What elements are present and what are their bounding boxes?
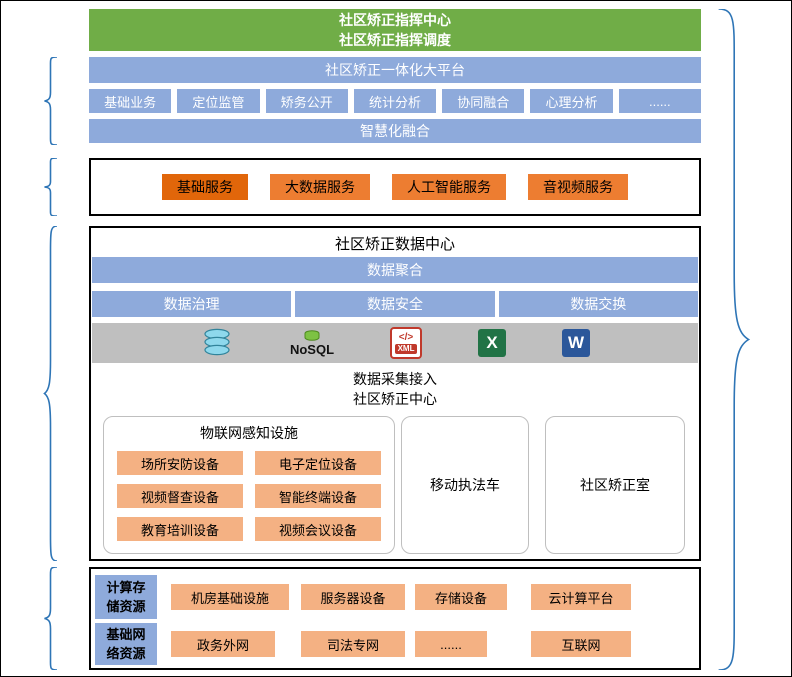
- left-brace-datacenter: [41, 226, 61, 561]
- device-site-security: 场所安防设备: [117, 451, 243, 475]
- command-center-header: 社区矫正指挥中心 社区矫正指挥调度: [89, 9, 701, 51]
- module-statistics: 统计分析: [353, 89, 437, 113]
- service-audio-video: 音视频服务: [528, 174, 628, 200]
- network-government-extranet: 政务外网: [171, 631, 275, 657]
- database-icon-glyph: [204, 328, 230, 356]
- resource-cloud-platform: 云计算平台: [531, 584, 631, 610]
- service-bigdata: 大数据服务: [270, 174, 370, 200]
- datacenter-title: 社区矫正数据中心: [334, 236, 455, 253]
- excel-letter: X: [486, 333, 498, 352]
- xml-code-glyph: </>: [398, 331, 414, 343]
- word-letter: W: [568, 333, 585, 352]
- module-collaboration: 协同融合: [442, 89, 525, 113]
- datacenter-section: 社区矫正数据中心 数据聚合 数据治理 数据安全 数据交换 NoSQL: [89, 226, 701, 561]
- resource-servers: 服务器设备: [301, 584, 405, 610]
- database-icon: [200, 327, 234, 359]
- module-correction-open: 矫务公开: [265, 89, 348, 113]
- left-brace-services: [41, 158, 61, 216]
- data-functions-row: 数据治理 数据安全 数据交换: [92, 291, 698, 317]
- module-basic-business: 基础业务: [89, 89, 172, 113]
- device-video-inspection: 视频督查设备: [117, 484, 243, 508]
- mobile-enforcement-box: 移动执法车: [401, 416, 529, 554]
- excel-icon: X: [478, 329, 507, 357]
- compute-storage-label: 计算存 储资源: [95, 575, 157, 619]
- service-basic: 基础服务: [162, 174, 248, 200]
- nosql-icon-glyph: [304, 330, 320, 341]
- storage-tech-bar: NoSQL </> XML X W: [92, 323, 698, 363]
- device-smart-terminal: 智能终端设备: [255, 484, 381, 508]
- module-location-monitor: 定位监管: [177, 89, 260, 113]
- infrastructure-section: 计算存 储资源 机房基础设施 服务器设备 存储设备 云计算平台 基础网 络资源 …: [89, 567, 701, 670]
- data-aggregation-bar: 数据聚合: [92, 257, 698, 283]
- nosql-icon: NoSQL: [290, 330, 334, 356]
- right-brace-overall: [709, 9, 757, 670]
- service-ai: 人工智能服务: [392, 174, 506, 200]
- network-internet: 互联网: [531, 631, 631, 657]
- network-resources-label: 基础网 络资源: [95, 623, 157, 665]
- left-brace-resources: [41, 567, 61, 670]
- word-icon: W: [562, 329, 591, 357]
- data-exchange-box: 数据交换: [498, 291, 698, 317]
- device-education-training: 教育培训设备: [117, 517, 243, 541]
- resource-machine-room: 机房基础设施: [171, 584, 289, 610]
- header-line1: 社区矫正指挥中心: [339, 12, 451, 28]
- iot-title: 物联网感知设施: [200, 425, 298, 441]
- data-access-line2: 社区矫正中心: [353, 391, 437, 407]
- nosql-label: NoSQL: [289, 342, 335, 357]
- resource-storage: 存储设备: [415, 584, 507, 610]
- xml-icon: </> XML: [390, 327, 423, 359]
- iot-devices-panel: 物联网感知设施 场所安防设备 电子定位设备 视频督查设备 智能终端设备 教育培训…: [103, 416, 395, 554]
- data-governance-box: 数据治理: [92, 291, 292, 317]
- network-more: ......: [415, 631, 487, 657]
- network-justice-private: 司法专网: [301, 631, 405, 657]
- module-more: ......: [618, 89, 701, 113]
- xml-label: XML: [394, 343, 418, 354]
- correction-room-box: 社区矫正室: [545, 416, 685, 554]
- data-security-box: 数据安全: [295, 291, 495, 317]
- device-video-conference: 视频会议设备: [255, 517, 381, 541]
- iot-device-grid: 场所安防设备 电子定位设备 视频督查设备 智能终端设备 教育培训设备 视频会议设…: [117, 451, 381, 541]
- smart-fusion-bar: 智慧化融合: [89, 119, 701, 143]
- header-line2: 社区矫正指挥调度: [339, 32, 451, 48]
- services-section: 基础服务 大数据服务 人工智能服务 音视频服务: [89, 158, 701, 216]
- platform-modules-row: 基础业务 定位监管 矫务公开 统计分析 协同融合 心理分析 ......: [89, 89, 701, 113]
- platform-title-bar: 社区矫正一体化大平台: [89, 57, 701, 83]
- module-psychology: 心理分析: [530, 89, 613, 113]
- left-brace-platform: [41, 57, 61, 145]
- device-electronic-positioning: 电子定位设备: [255, 451, 381, 475]
- data-access-line1: 数据采集接入: [353, 371, 437, 387]
